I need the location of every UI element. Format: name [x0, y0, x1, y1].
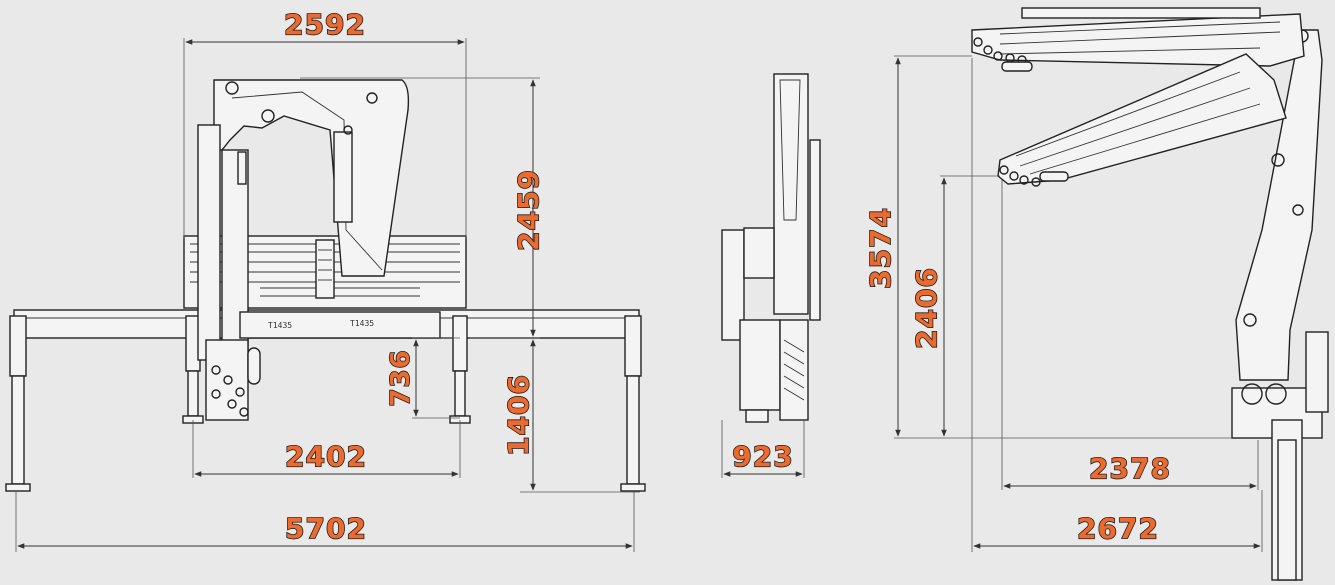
outer-leg-right [620, 315, 646, 492]
reach-dimensions: 3574 2406 2378 2672 [863, 55, 1263, 552]
reach-upper-boom [971, 13, 1305, 67]
dim-total-span: 5702 [285, 512, 367, 545]
badge-right: T1435 [350, 319, 374, 328]
side-column [773, 73, 809, 315]
outer-leg-left [5, 315, 31, 492]
reach-view [971, 7, 1329, 581]
side-view [721, 73, 821, 423]
reach-column [1235, 29, 1323, 381]
inner-leg-left [182, 315, 204, 424]
dim-side-width: 923 [732, 440, 793, 473]
inner-leg-right [449, 315, 471, 424]
dim-reach-height-low: 2406 [910, 267, 943, 349]
dim-top-width: 2592 [284, 8, 366, 41]
dim-reach-2378: 2378 [1089, 452, 1171, 485]
column-tube [197, 124, 221, 361]
reach-lower-boom [997, 53, 1287, 185]
dim-leg-height: 736 [386, 349, 416, 406]
dim-reach-2672: 2672 [1077, 512, 1159, 545]
dim-height-low: 1406 [502, 374, 535, 456]
boom-pack [205, 339, 261, 421]
dim-height-column: 2459 [512, 169, 545, 251]
dim-inner-span: 2402 [285, 440, 367, 473]
front-view: T1435 T1435 [5, 79, 646, 492]
side-dimensions: 923 [721, 420, 805, 478]
front-dimensions: 2592 2459 1406 736 2402 5702 [15, 7, 640, 552]
dim-reach-height: 3574 [864, 207, 897, 289]
column-body [213, 79, 410, 277]
badge-left: T1435 [268, 321, 292, 330]
